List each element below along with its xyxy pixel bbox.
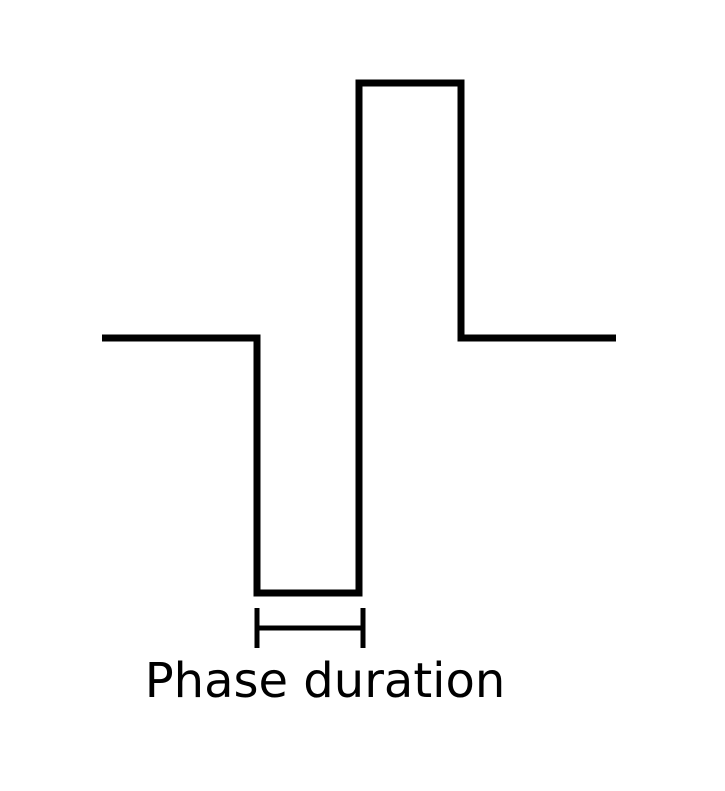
phase-duration-marker bbox=[254, 608, 366, 648]
biphasic-pulse-waveform bbox=[102, 79, 616, 597]
phase-duration-label: Phase duration bbox=[145, 653, 506, 709]
